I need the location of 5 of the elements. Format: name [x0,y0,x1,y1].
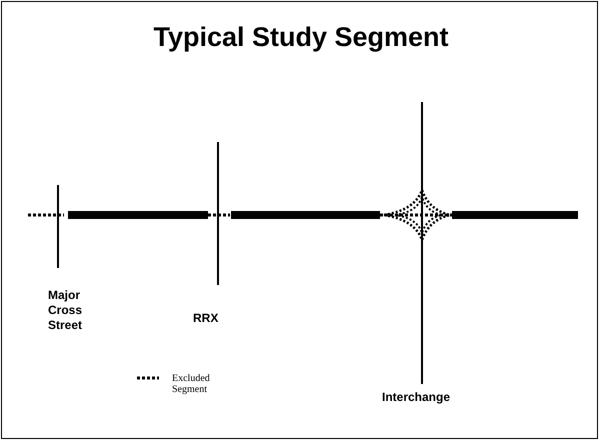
slide-title: Typical Study Segment [152,22,450,53]
road-label: RRX [193,311,220,326]
legend-label: Excluded Segment [172,373,211,395]
road-label: Interchange [382,390,452,405]
road-label: Major Cross Street [48,288,84,333]
